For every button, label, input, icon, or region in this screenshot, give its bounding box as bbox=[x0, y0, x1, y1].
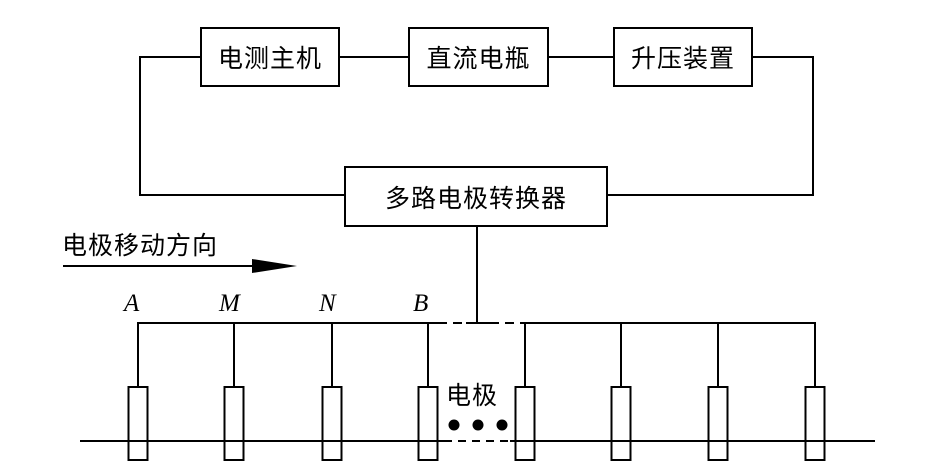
switcher-box: 多路电极转换器 bbox=[344, 166, 608, 227]
electrode bbox=[127, 386, 149, 461]
direction-label: 电极移动方向 bbox=[62, 231, 219, 260]
electrode bbox=[223, 386, 245, 461]
booster-box-label: 升压装置 bbox=[630, 44, 735, 73]
host-box-label: 电测主机 bbox=[217, 44, 322, 73]
ellipsis-dot bbox=[448, 419, 460, 431]
electrode bbox=[417, 386, 439, 461]
wire-host-switcher bbox=[139, 56, 344, 196]
wire-booster-switcher bbox=[607, 56, 814, 196]
host-box: 电测主机 bbox=[200, 27, 340, 87]
electrode bbox=[707, 386, 729, 461]
top-wiring bbox=[139, 56, 814, 323]
electrode-letter-b: B bbox=[413, 290, 429, 317]
electrode bbox=[321, 386, 343, 461]
electrode bbox=[804, 386, 826, 461]
battery-box-label: 直流电瓶 bbox=[426, 44, 531, 73]
electrode-letter-m: M bbox=[219, 290, 240, 317]
switcher-box-label: 多路电极转换器 bbox=[384, 183, 567, 213]
direction-arrow-head bbox=[252, 259, 297, 273]
battery-box: 直流电瓶 bbox=[408, 27, 549, 87]
electrode bbox=[610, 386, 632, 461]
electrode-letter-a: A bbox=[124, 290, 140, 317]
ellipsis-dots bbox=[448, 419, 508, 431]
ellipsis-dot bbox=[472, 419, 484, 431]
electrode-label: 电极 bbox=[446, 381, 499, 410]
booster-box: 升压装置 bbox=[613, 27, 753, 87]
ellipsis-dot bbox=[496, 419, 508, 431]
electrode-letter-n: N bbox=[319, 290, 336, 317]
electrodes bbox=[127, 323, 826, 461]
electrode bbox=[514, 386, 536, 461]
direction-arrow bbox=[63, 259, 297, 273]
